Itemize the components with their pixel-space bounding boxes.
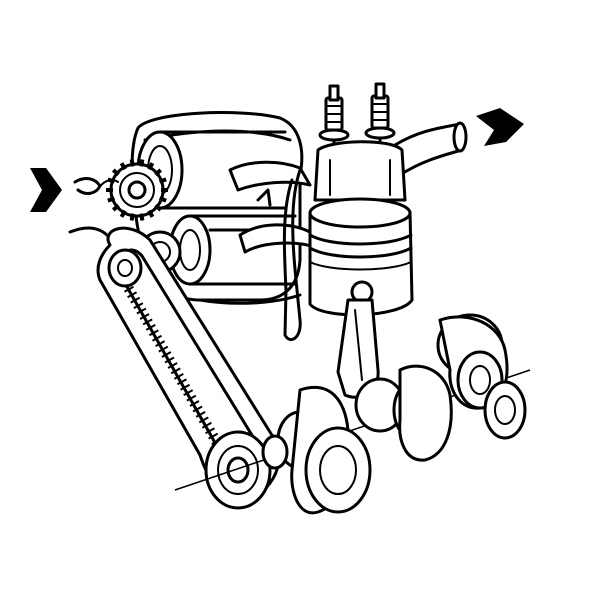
gear-tooth — [147, 209, 155, 218]
belt-tooth — [198, 416, 209, 424]
belt-tooth — [186, 394, 197, 402]
intake-pipe — [228, 160, 320, 341]
belt-tooth — [139, 313, 150, 320]
gear-tooth — [111, 168, 120, 177]
belt-tooth — [152, 334, 163, 342]
belt-tooth — [142, 318, 153, 326]
gear-tooth — [107, 196, 116, 203]
gear-tooth — [158, 196, 167, 203]
belt-tooth — [176, 378, 187, 386]
belt-tooth — [201, 421, 212, 429]
piston — [308, 197, 414, 317]
exhaust-arrow — [476, 108, 524, 146]
gear-tooth — [154, 168, 163, 177]
belt-tooth — [189, 400, 200, 407]
belt-tooth — [167, 362, 178, 369]
belt-tooth — [192, 405, 203, 413]
gear-tooth — [129, 213, 135, 221]
belt-tooth — [123, 285, 134, 293]
belt-tooth — [161, 351, 172, 358]
crank-pulley — [204, 430, 272, 510]
idler-pulley — [107, 248, 143, 288]
belt-tooth — [195, 411, 206, 418]
belt-tooth — [155, 340, 166, 348]
exhaust-pipe — [393, 121, 468, 177]
gear-tooth — [147, 162, 155, 171]
belt-tooth — [130, 296, 141, 304]
belt-tooth — [170, 367, 181, 375]
crankshaft — [174, 313, 531, 515]
gear-tooth — [154, 203, 163, 212]
gear-tooth — [139, 159, 145, 167]
intake-air-flow — [68, 177, 119, 238]
gear-tooth — [119, 209, 127, 218]
belt-tooth — [173, 372, 184, 380]
belt-tooth — [127, 291, 138, 299]
intake-arrow — [30, 168, 62, 212]
belt-tooth — [145, 323, 156, 331]
belt-tooth — [136, 307, 147, 315]
belt-tooth — [183, 389, 194, 397]
gear-tooth — [111, 203, 120, 212]
gear-tooth — [119, 162, 127, 171]
belt-tooth — [158, 345, 169, 353]
belt-tooth — [208, 432, 219, 440]
belt-tooth — [148, 329, 159, 337]
gear-tooth — [158, 177, 167, 184]
gear-tooth — [139, 213, 145, 221]
cylinder-head — [313, 140, 407, 202]
belt-tooth — [133, 302, 144, 309]
belt-tooth — [205, 427, 216, 435]
belt-tooth — [164, 356, 175, 364]
belt-tooth — [180, 383, 191, 391]
gear-tooth — [129, 159, 135, 167]
